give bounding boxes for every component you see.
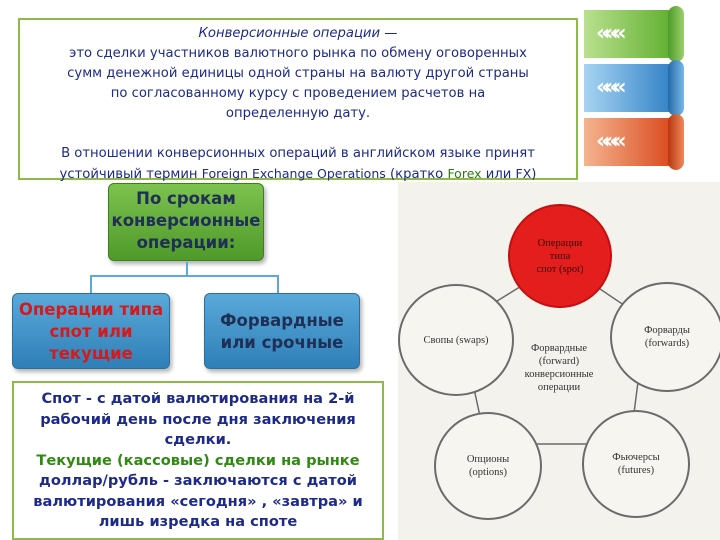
circle-spot-line-3: спот (spot)	[536, 263, 584, 275]
diagram-center-label: Форвардные (forward) конверсионные опера…	[504, 342, 614, 394]
tab-curl	[668, 114, 684, 170]
term-english: Foreign Exchange Operations	[201, 166, 386, 181]
chevron-right-icon: «««	[596, 129, 627, 154]
spot-node-line-2: спот или	[49, 322, 133, 341]
term-line-1: В отношении конверсионных операций в анг…	[61, 146, 535, 161]
term-forex: Forex	[447, 166, 482, 181]
center-line-3: конверсионные	[524, 369, 594, 380]
connector-vertical-left	[90, 275, 92, 293]
spot-explanation-box: Спот - с датой валютирования на 2-й рабо…	[12, 381, 384, 540]
tab-curl	[668, 6, 684, 62]
green-arrow-tab: «««	[584, 6, 684, 62]
term-paren-open: (кратко	[385, 167, 448, 182]
orange-arrow-tab: «««	[584, 114, 684, 170]
circle-forwards: Форварды (forwards)	[610, 282, 720, 392]
circle-spot: Операции типа спот (spot)	[508, 204, 612, 308]
definition-title: Конверсионные операции —	[198, 26, 398, 41]
center-line-1: Форвардные	[530, 343, 588, 354]
spot-line-2: рабочий день после дня заключения	[40, 410, 356, 428]
circle-swaps: Свопы (swaps)	[398, 284, 514, 396]
blue-arrow-tab: «««	[584, 60, 684, 116]
spot-line-6: валютирования «сегодня» , «завтра» и	[33, 492, 363, 510]
term-line-2: устойчивый термин Foreign Exchange Opera…	[28, 164, 568, 185]
center-line-4: операции	[537, 382, 581, 393]
circle-spot-line-2: типа	[549, 250, 571, 262]
connector-vertical-root	[186, 262, 188, 276]
circle-options-line-1: Опционы	[466, 454, 510, 465]
spot-node: Операции типа спот или текущие	[12, 293, 170, 369]
spot-line-4: Текущие (кассовые) сделки на рынке	[36, 451, 360, 469]
forward-node-line-2: или срочные	[220, 333, 344, 352]
term-fx: FX	[515, 166, 532, 181]
definition-box: Конверсионные операции — это сделки учас…	[18, 18, 578, 182]
definition-line-1: это сделки участников валютного рынка по…	[69, 46, 527, 61]
circle-options: Опционы (options)	[434, 412, 542, 520]
forward-operations-diagram: Операции типа спот (spot) Свопы (swaps) …	[398, 182, 720, 540]
root-line-2: конверсионные	[111, 211, 261, 230]
term-close: )	[531, 167, 537, 182]
root-node: По срокам конверсионные операции:	[108, 183, 264, 261]
circle-futures: Фьючерсы (futures)	[582, 410, 690, 518]
spot-line-1: Спот - с датой валютирования на 2-й	[41, 390, 355, 407]
root-line-1: По срокам	[136, 189, 236, 208]
definition-line-3: по согласованному курсу с проведением ра…	[110, 86, 486, 101]
circle-spot-line-1: Операции	[537, 237, 583, 249]
chevron-right-icon: «««	[596, 75, 627, 100]
spot-line-7: лишь изредка на споте	[98, 513, 298, 530]
circle-swaps-line-1: Свопы (swaps)	[423, 334, 489, 346]
chevron-right-icon: «««	[596, 21, 627, 46]
definition-line-4: определенную дату.	[225, 106, 371, 121]
spot-node-line-3: текущие	[49, 344, 133, 363]
root-line-3: операции:	[136, 233, 236, 252]
definition-line-2: сумм денежной единицы одной страны на ва…	[67, 66, 529, 81]
circle-futures-line-1: Фьючерсы	[612, 452, 660, 463]
spot-node-line-1: Операции типа	[18, 300, 164, 319]
circle-futures-line-2: (futures)	[617, 465, 655, 476]
connector-horizontal	[90, 275, 278, 277]
term-or: или	[481, 167, 516, 182]
center-line-2: (forward)	[538, 356, 580, 367]
tab-curl	[668, 60, 684, 116]
circle-forwards-line-1: Форварды	[644, 325, 690, 336]
term-prefix: устойчивый термин	[59, 167, 202, 182]
circle-options-line-2: (options)	[469, 467, 507, 478]
circle-forwards-line-2: (forwards)	[644, 338, 690, 349]
forward-node-line-1: Форвардные	[220, 311, 344, 330]
spot-line-5: доллар/рубль - заключаются с датой	[39, 472, 357, 489]
spot-line-3: сделки.	[164, 431, 232, 448]
definition-spacer	[28, 124, 568, 144]
forward-node: Форвардные или срочные	[204, 293, 360, 369]
connector-vertical-right	[277, 275, 279, 293]
